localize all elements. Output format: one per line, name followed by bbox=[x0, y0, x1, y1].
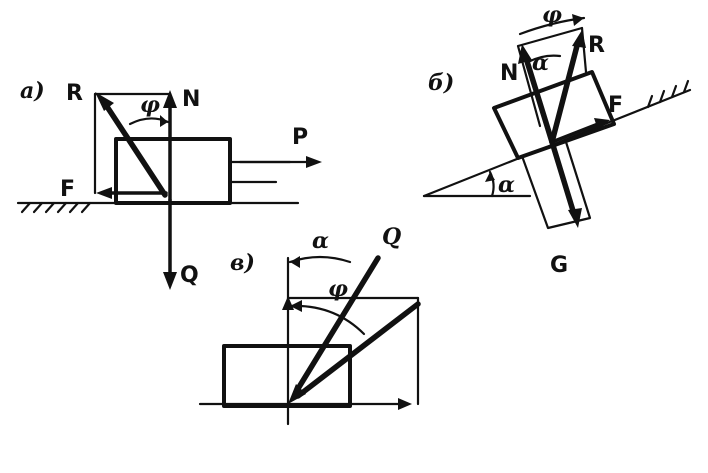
label-F: F bbox=[60, 177, 75, 202]
incline-hatching bbox=[646, 79, 690, 109]
force-F-b-arrow bbox=[550, 122, 600, 144]
force-Q-v-head bbox=[288, 384, 306, 404]
angle-alpha-b-arc bbox=[526, 54, 562, 64]
block-b bbox=[492, 70, 616, 160]
force-R-head bbox=[95, 92, 114, 111]
panel-v-label: в) bbox=[230, 250, 255, 276]
label-G: G bbox=[550, 253, 568, 278]
force-Q-head bbox=[163, 272, 177, 290]
label-P: P bbox=[292, 125, 308, 150]
panel-v: в) α φ Q bbox=[198, 224, 421, 426]
label-Q-v: Q bbox=[382, 224, 401, 250]
force-G-head bbox=[568, 208, 582, 228]
label-R: R bbox=[66, 81, 83, 106]
incline-angle-head bbox=[485, 172, 495, 182]
force-R-b-head bbox=[572, 30, 586, 48]
force-F-b-head bbox=[594, 118, 610, 130]
label-R-b: R bbox=[588, 33, 605, 58]
force-R-arrow bbox=[101, 99, 168, 198]
panel-a-label: a) bbox=[20, 78, 45, 104]
ground-hatching bbox=[20, 201, 92, 214]
block-a bbox=[114, 137, 232, 205]
label-N: N bbox=[182, 87, 200, 112]
angle-phi-label: φ bbox=[140, 92, 160, 118]
force-F-head bbox=[96, 187, 112, 199]
force-P-head bbox=[306, 156, 322, 168]
label-Q: Q bbox=[180, 263, 199, 288]
label-N-b: N bbox=[500, 61, 518, 86]
top-box-top bbox=[516, 26, 584, 48]
angle-phi-b-label: φ bbox=[542, 2, 562, 28]
base-arrow-head bbox=[398, 398, 412, 410]
angle-phi-v-label: φ bbox=[328, 276, 348, 302]
panel-a: a) bbox=[16, 78, 322, 290]
resultant-v-arrow bbox=[295, 301, 421, 399]
panel-b: б) α bbox=[422, 2, 692, 278]
angle-alpha-v-label: α bbox=[312, 228, 329, 254]
angle-alpha-v-head bbox=[290, 256, 300, 268]
force-Q-v-arrow bbox=[293, 255, 381, 395]
force-R-b-arrow bbox=[549, 39, 581, 145]
force-G-arrow bbox=[549, 139, 577, 217]
angle-phi-v-head bbox=[290, 300, 302, 312]
force-N-head bbox=[163, 90, 177, 108]
incline-angle-label: α bbox=[498, 172, 515, 198]
angle-phi-b-head bbox=[572, 14, 584, 26]
panel-b-label: б) bbox=[428, 70, 454, 96]
angle-alpha-b-label: α bbox=[532, 50, 549, 76]
force-N-b-head bbox=[518, 44, 532, 64]
force-N-b-arrow bbox=[523, 55, 555, 145]
angle-phi-head bbox=[160, 115, 168, 127]
label-F-b: F bbox=[608, 93, 623, 118]
